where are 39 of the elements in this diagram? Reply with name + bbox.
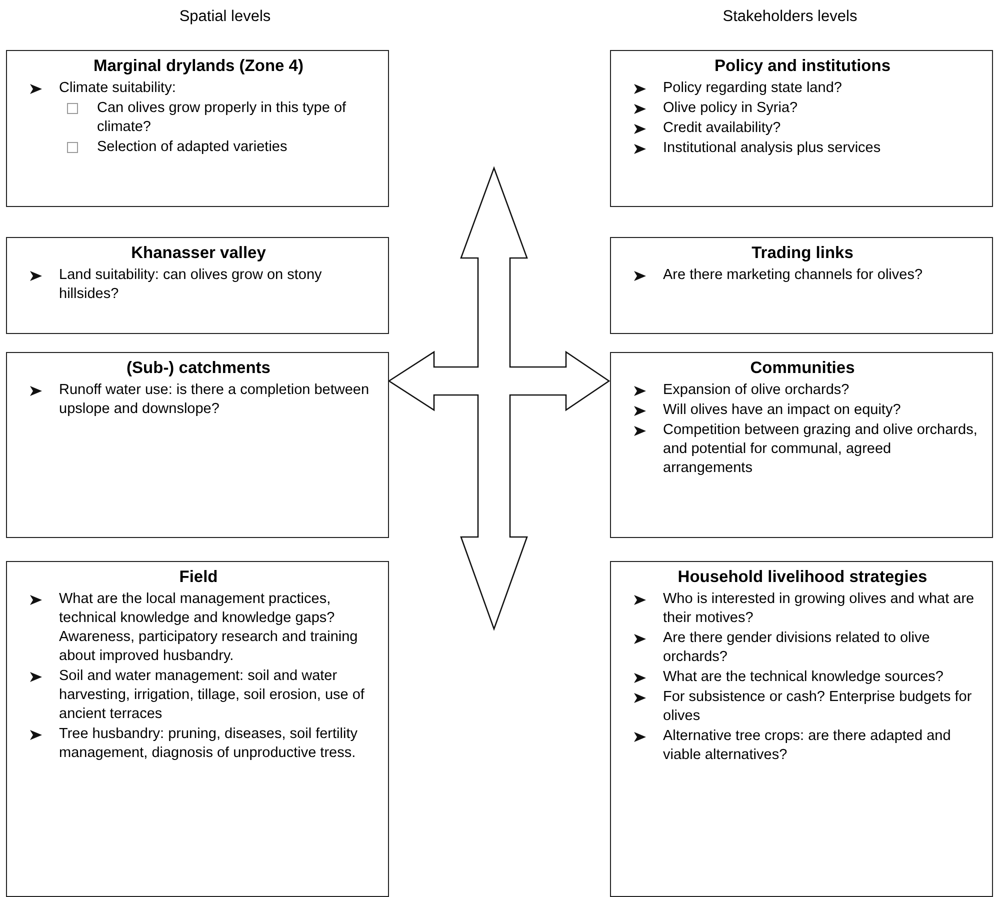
bullet-text: Who is interested in growing olives and what are their motives? <box>663 591 974 626</box>
column-heading: Spatial levels <box>178 8 272 26</box>
box-heading: Policy and institutions <box>713 57 892 76</box>
bullet-text: Selection of adapted varieties <box>97 139 288 155</box>
box-heading: Household livelihood strategies <box>676 568 928 587</box>
box-heading: Communities <box>749 359 856 378</box>
text-box <box>610 50 993 207</box>
bullet-text: Soil and water management: soil and water harvesting, irrigation, tillage, soil erosion, use of ancient terraces <box>59 668 364 722</box>
bullet-text: Olive policy in Syria? <box>663 100 798 116</box>
bullet-text: Runoff water use: is there a completion between upslope and downslope? <box>59 382 370 417</box>
text-box <box>610 561 993 897</box>
bullet-text: Institutional analysis plus services <box>663 140 881 156</box>
box-heading: Khanasser valley <box>130 244 267 263</box>
text-box <box>610 237 993 334</box>
text-box <box>6 50 389 207</box>
bullet-text: Land suitability: can olives grow on stony hillsides? <box>59 267 322 302</box>
bullet-text: For subsistence or cash? Enterprise budgets for olives <box>663 689 972 724</box>
box-heading: Trading links <box>750 244 854 263</box>
bullet-text: Will olives have an impact on equity? <box>663 402 901 418</box>
text-box <box>6 237 389 334</box>
bullet-text: What are the technical knowledge sources? <box>663 669 944 685</box>
text-box <box>6 561 389 897</box>
text-box <box>6 352 389 538</box>
bullet-text: What are the local management practices, technical knowledge and knowledge gaps? Awareness, participatory research and training about improved husbandry. <box>59 591 358 664</box>
box-heading: Marginal drylands (Zone 4) <box>92 57 304 76</box>
box-heading: Field <box>178 568 219 587</box>
bullet-text: Are there marketing channels for olives? <box>663 267 923 283</box>
bullet-text: Alternative tree crops: are there adapted and viable alternatives? <box>663 728 951 763</box>
bullet-text: Expansion of olive orchards? <box>663 382 850 398</box>
bullet-text: Tree husbandry: pruning, diseases, soil fertility management, diagnosis of unproductive tress. <box>59 726 358 761</box>
bullet-text: Climate suitability: <box>59 80 176 96</box>
bullet-text: Policy regarding state land? <box>663 80 842 96</box>
bullet-text: Can olives grow properly in this type of climate? <box>97 100 346 135</box>
box-heading: (Sub-) catchments <box>126 359 272 378</box>
bullet-text: Are there gender divisions related to olive orchards? <box>663 630 930 665</box>
bullet-text: Competition between grazing and olive orchards, and potential for communal, agreed arrangements <box>663 422 978 476</box>
column-heading: Stakeholders levels <box>722 8 858 26</box>
text-box <box>610 352 993 538</box>
bullet-text: Credit availability? <box>663 120 781 136</box>
